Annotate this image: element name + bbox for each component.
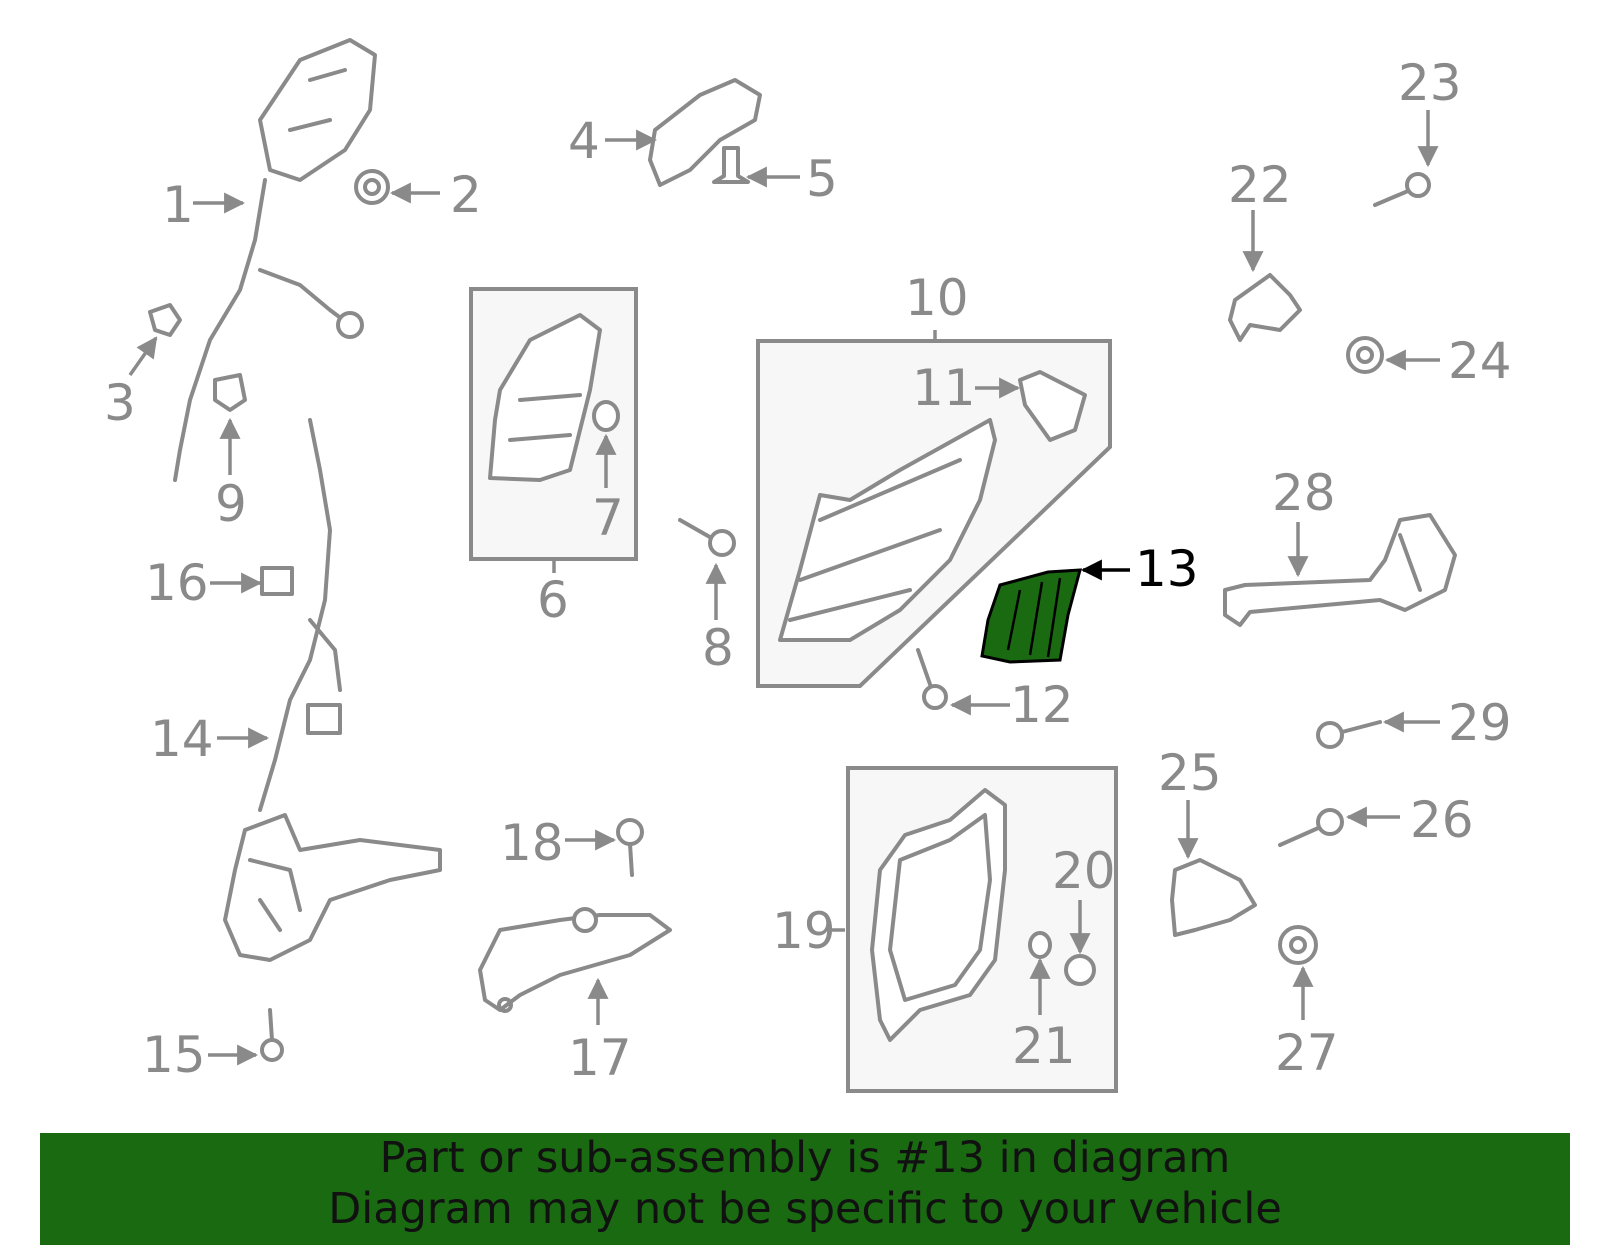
banner-line-2: Diagram may not be specific to your vehi…: [328, 1184, 1282, 1234]
part-1-latch-cable: [173, 38, 377, 482]
info-banner: Part or sub-assembly is #13 in diagram D…: [40, 1133, 1570, 1245]
part-22-hinge: [1228, 273, 1302, 342]
part-24-nut: [1346, 336, 1384, 374]
part-13-highlighted[interactable]: [980, 568, 1082, 664]
leader-arrows: [128, 110, 1440, 1066]
label-22: 22: [1228, 156, 1292, 214]
part-23-bolt: [1373, 172, 1431, 207]
part-13-ribs: [1006, 577, 1062, 658]
part-8-screw: [678, 518, 736, 557]
part-12-screw: [916, 648, 948, 710]
label-20: 20: [1052, 842, 1116, 900]
label-14: 14: [150, 710, 214, 768]
label-4: 4: [568, 112, 600, 170]
label-11: 11: [912, 359, 976, 417]
label-27: 27: [1275, 1024, 1339, 1082]
part-9-clip: [213, 373, 247, 412]
label-23: 23: [1398, 54, 1462, 112]
part-2-nut: [354, 169, 390, 205]
label-18: 18: [500, 814, 564, 872]
label-2: 2: [450, 166, 482, 224]
label-7: 7: [592, 489, 624, 547]
part-4-bracket: [648, 78, 762, 187]
part-29-bolt: [1316, 720, 1382, 749]
label-12: 12: [1010, 676, 1074, 734]
part-3-clip: [148, 303, 182, 337]
part-26-bolt: [1278, 808, 1344, 847]
part-6-actuator: [488, 313, 602, 482]
label-5: 5: [806, 150, 838, 208]
part-14-door-latch: [223, 418, 442, 962]
part-18-bolt: [616, 818, 644, 877]
label-6: 6: [537, 571, 569, 629]
part-5-pin: [712, 146, 750, 184]
label-25: 25: [1158, 744, 1222, 802]
label-29: 29: [1448, 694, 1512, 752]
label-8: 8: [702, 619, 734, 677]
label-17: 17: [568, 1029, 632, 1087]
part-19-seal: [870, 788, 1007, 1042]
label-1: 1: [162, 176, 194, 234]
label-28: 28: [1272, 464, 1336, 522]
label-19: 19: [772, 902, 836, 960]
part-25-hinge: [1170, 858, 1257, 937]
label-26: 26: [1410, 791, 1474, 849]
part-11-clip: [1018, 370, 1087, 442]
label-3: 3: [104, 374, 136, 432]
label-10: 10: [905, 269, 969, 327]
label-21: 21: [1012, 1017, 1076, 1075]
label-15: 15: [142, 1026, 206, 1084]
parts-diagram: 1 2 3 4 5 6 7 8 9 10 11 12 13 14 15 16 1…: [104, 38, 1512, 1093]
part-10-handle-bracket: [778, 418, 997, 642]
part-21-washer: [1028, 931, 1052, 959]
label-9: 9: [215, 475, 247, 533]
part-17-bracket: [478, 907, 672, 1013]
part-28-check-strap: [1223, 513, 1457, 627]
part-20-clip: [1064, 954, 1096, 986]
label-24: 24: [1448, 332, 1512, 390]
label-16: 16: [145, 554, 209, 612]
label-13[interactable]: 13: [1135, 540, 1199, 598]
part-27-nut: [1278, 925, 1318, 965]
part-15-bolt: [260, 1008, 284, 1062]
part-16-connector: [260, 566, 294, 596]
banner-line-1: Part or sub-assembly is #13 in diagram: [379, 1133, 1231, 1183]
part-7-grommet: [592, 400, 620, 432]
